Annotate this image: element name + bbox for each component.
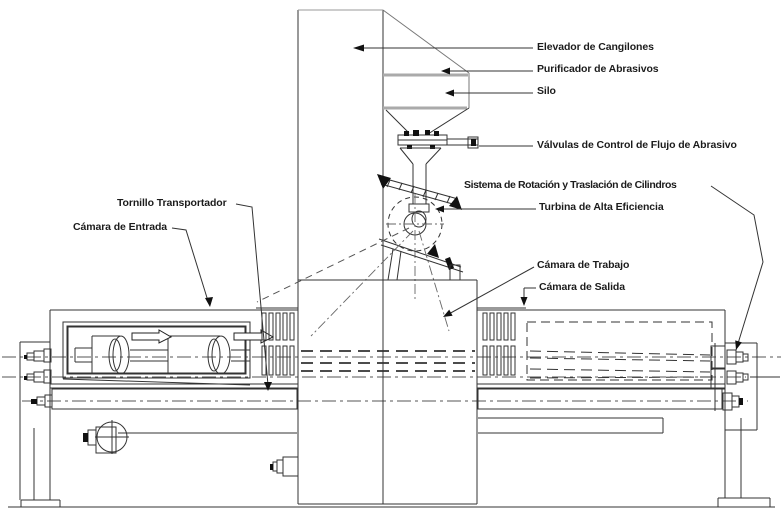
screw-conveyor <box>51 388 723 410</box>
label-silo: Silo <box>537 85 556 97</box>
label-camara-de-salida: Cámara de Salida <box>539 281 625 293</box>
label-sistema-rotacion-traslacion: Sistema de Rotación y Traslación de Cili… <box>464 179 677 191</box>
label-valvulas-control-flujo: Válvulas de Control de Flujo de Abrasivo <box>537 139 737 151</box>
label-camara-de-trabajo: Cámara de Trabajo <box>537 259 630 271</box>
leader-lines <box>171 44 764 391</box>
label-turbina-alta-eficiencia: Turbina de Alta Eficiencia <box>539 201 664 213</box>
curtain-strips-left <box>256 307 298 376</box>
label-tornillo-transportador: Tornillo Transportador <box>117 197 227 209</box>
label-camara-de-entrada: Cámara de Entrada <box>73 221 168 233</box>
flow-control-valves <box>397 130 479 228</box>
label-elevador-de-cangilones: Elevador de Cangilones <box>537 41 654 53</box>
curtain-strips-right <box>477 307 526 376</box>
exit-chamber <box>118 309 780 507</box>
turbine-assembly <box>256 174 464 337</box>
center-axes <box>2 356 781 402</box>
work-chamber <box>298 279 478 505</box>
label-purificador-de-abrasivos: Purificador de Abrasivos <box>537 63 659 75</box>
bucket-elevator-tower <box>297 9 470 504</box>
drive-motors <box>83 420 299 477</box>
